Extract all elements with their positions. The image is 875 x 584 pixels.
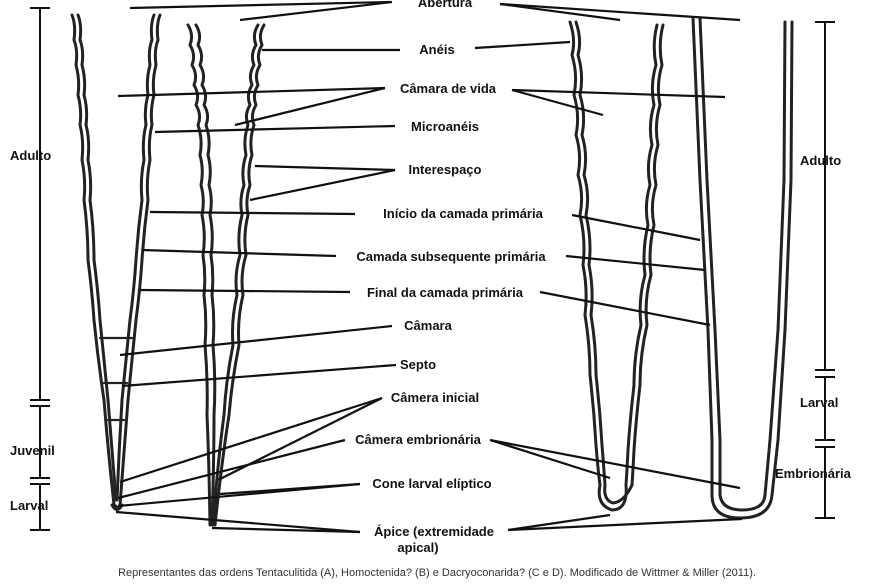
label-camada-subsequente-primaria: Camada subsequente primária bbox=[356, 249, 546, 264]
right-larval-label: Larval bbox=[800, 395, 838, 410]
left-larval-label: Larval bbox=[10, 498, 48, 513]
leader-lines bbox=[115, 0, 743, 534]
label-camera-inicial: Câmera inicial bbox=[391, 390, 479, 405]
label-abertura: Abertura bbox=[418, 0, 473, 10]
left-adulto-label: Adulto bbox=[10, 148, 51, 163]
label-interespaco: Interespaço bbox=[409, 162, 482, 177]
label-camara: Câmara bbox=[404, 318, 452, 333]
right-adulto-label: Adulto bbox=[800, 153, 841, 168]
right-scale-bar bbox=[815, 21, 835, 519]
label-septo: Septo bbox=[400, 357, 436, 372]
label-cone-larval-eliptico: Cone larval elíptico bbox=[372, 476, 491, 491]
label-aneis: Anéis bbox=[419, 42, 454, 57]
figure-caption: Representantes das ordens Tentaculitida … bbox=[118, 567, 756, 579]
label-camera-embrionaria: Câmera embrionária bbox=[355, 432, 481, 447]
label-camara-de-vida: Câmara de vida bbox=[400, 81, 497, 96]
label-inicio-camada-primaria: Início da camada primária bbox=[383, 206, 543, 221]
right-embrionaria-label: Embrionária bbox=[775, 466, 852, 481]
left-scale-bar bbox=[30, 7, 50, 531]
shell-d bbox=[691, 16, 794, 520]
shell-b bbox=[186, 23, 266, 527]
label-apice-line1: Ápice (extremidade bbox=[374, 524, 494, 539]
label-apice-line2: apical) bbox=[397, 540, 438, 555]
label-final-camada-primaria: Final da camada primária bbox=[367, 285, 524, 300]
shell-a bbox=[70, 13, 162, 511]
left-juvenil-label: Juvenil bbox=[10, 443, 55, 458]
label-microaneis: Microanéis bbox=[411, 119, 479, 134]
